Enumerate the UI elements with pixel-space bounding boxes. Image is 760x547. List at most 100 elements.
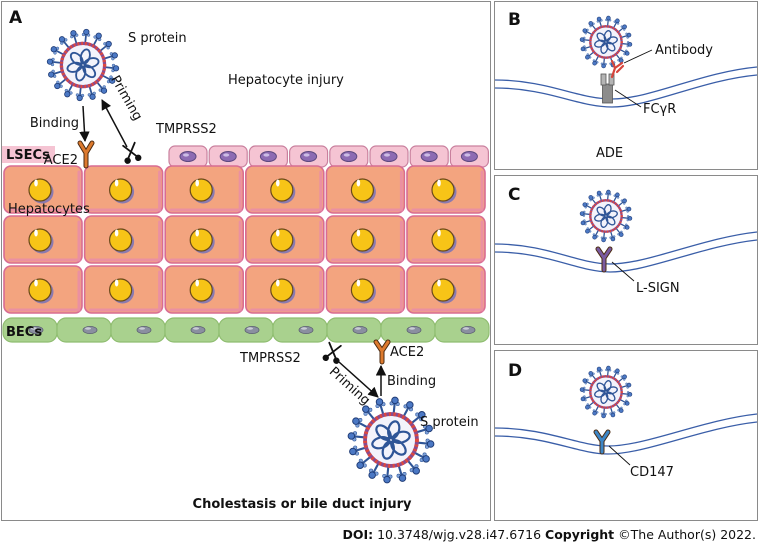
hepatocyte-nucleus-highlight [114, 179, 119, 187]
bec-nucleus-highlight [301, 327, 307, 330]
hepatocyte-nucleus [270, 278, 294, 302]
hepatocyte-nucleus-highlight [437, 279, 441, 287]
tmprss2-label-bottom: TMPRSS2 [239, 351, 301, 366]
bec-nucleus [190, 325, 206, 334]
antibody-label: Antibody [655, 43, 713, 58]
hepatocyte [83, 265, 164, 314]
fcgr-arm [608, 73, 615, 86]
hepatocyte-shade [330, 170, 403, 212]
lsec-cell [449, 145, 489, 168]
bec-nucleus-highlight [193, 327, 199, 330]
panel-b-frame [494, 1, 758, 170]
hepatocyte [83, 215, 164, 264]
bec-nucleus-highlight [247, 327, 253, 330]
hepatocyte-nucleus [108, 178, 133, 202]
bec-nucleus [406, 325, 422, 334]
ace2-receptor-bottom [373, 339, 391, 365]
fcgr-leader-line [614, 89, 642, 108]
hepatocyte-nucleus-highlight [114, 279, 119, 287]
hepatocyte-shade [169, 270, 242, 312]
hepatocyte-nucleus-highlight [195, 179, 199, 187]
becs-label: BECs [6, 325, 42, 340]
scissors-icon-top [122, 141, 142, 164]
binding-label-top: Binding [30, 116, 79, 131]
scissors-icon-bottom [322, 341, 342, 364]
hepatocytes-label: Hepatocytes [8, 202, 90, 217]
hepatocyte [406, 165, 486, 214]
membrane-inner-line [494, 239, 758, 273]
panel-a-label: A [9, 8, 23, 28]
ace2-shape [374, 340, 390, 364]
doi-label: DOI: [342, 527, 374, 542]
lsec-nucleus [300, 151, 318, 162]
fcgr-label: FCγR [643, 102, 676, 117]
lsec-nucleus-highlight [384, 153, 390, 157]
hepatocyte [245, 265, 325, 314]
ace2-label-top: ACE2 [44, 153, 78, 168]
lsec-nucleus [380, 151, 398, 162]
hepatocyte-nucleus-highlight [276, 279, 280, 287]
hepatocyte-shade [89, 170, 162, 212]
bec-cell [380, 317, 436, 343]
hepatocyte-shade [8, 220, 81, 262]
lsec-cell [369, 145, 409, 168]
panel-b-label: B [508, 10, 521, 30]
lsec-nucleus [460, 151, 478, 162]
hepatocyte-nucleus-highlight [437, 229, 441, 237]
scissors-blade [127, 141, 136, 159]
hepatocyte-nucleus [350, 278, 374, 302]
lsec-nucleus [259, 151, 277, 162]
hepatocyte-nucleus [431, 228, 455, 252]
lsec-nucleus-highlight [263, 153, 270, 157]
hepatocyte-shade [250, 270, 323, 312]
l-sign-leader-line [611, 261, 635, 282]
hepatocyte-shade [330, 270, 403, 312]
hepatocyte-shade [411, 270, 484, 312]
lsec-cell [248, 145, 288, 168]
bec-nucleus-highlight [409, 327, 415, 330]
scissors-loop [322, 354, 329, 362]
cd147-shape [594, 430, 610, 454]
hepatocyte-nucleus [431, 178, 455, 202]
cholestasis-label: Cholestasis or bile duct injury [193, 497, 412, 512]
panel-c-label: C [508, 185, 520, 205]
hepatocyte-nucleus [350, 228, 374, 252]
bec-nucleus-highlight [85, 327, 91, 330]
hepatocyte-shade [411, 170, 484, 212]
lsec-cell [289, 145, 329, 168]
hepatocyte-grid [3, 165, 486, 314]
lsec-nucleus [340, 151, 358, 162]
hepatocyte [325, 265, 406, 314]
membrane-inner-line [494, 421, 758, 455]
footer-citation: DOI: 10.3748/wjg.v28.i47.6716 Copyright … [342, 527, 756, 542]
hepatocyte-shade [330, 220, 403, 262]
scissors-blade [122, 144, 138, 157]
hepatocyte [3, 265, 83, 314]
lsec-nucleus [219, 151, 237, 162]
hepatocyte-nucleus-highlight [195, 279, 199, 287]
lsec-nucleus-highlight [223, 153, 230, 157]
hepatocyte-nucleus [431, 278, 455, 302]
hepatocyte-shade [169, 170, 242, 212]
hepatocyte-nucleus-highlight [34, 179, 38, 187]
priming-arrow-top [101, 99, 128, 148]
hepatocyte [406, 215, 486, 264]
binding-arrow-top [79, 105, 90, 143]
hepatocyte [325, 165, 406, 214]
bec-cell [110, 317, 166, 343]
hepatocyte [325, 215, 406, 264]
bec-cell [164, 317, 220, 343]
lsec-cell [168, 145, 208, 168]
hepatocyte-shade [250, 220, 323, 262]
hepatocyte-nucleus-highlight [356, 229, 361, 237]
hepatocyte [164, 265, 244, 314]
cd147-leader-line [608, 445, 631, 466]
hepatocyte [164, 215, 244, 264]
bec-nucleus-highlight [355, 327, 361, 330]
hepatocyte-nucleus [28, 278, 52, 302]
lsec-nucleus-highlight [183, 153, 189, 157]
hepatocyte-nucleus-highlight [356, 279, 361, 287]
hepatocyte-nucleus-highlight [437, 179, 441, 187]
bec-cell [434, 317, 490, 343]
